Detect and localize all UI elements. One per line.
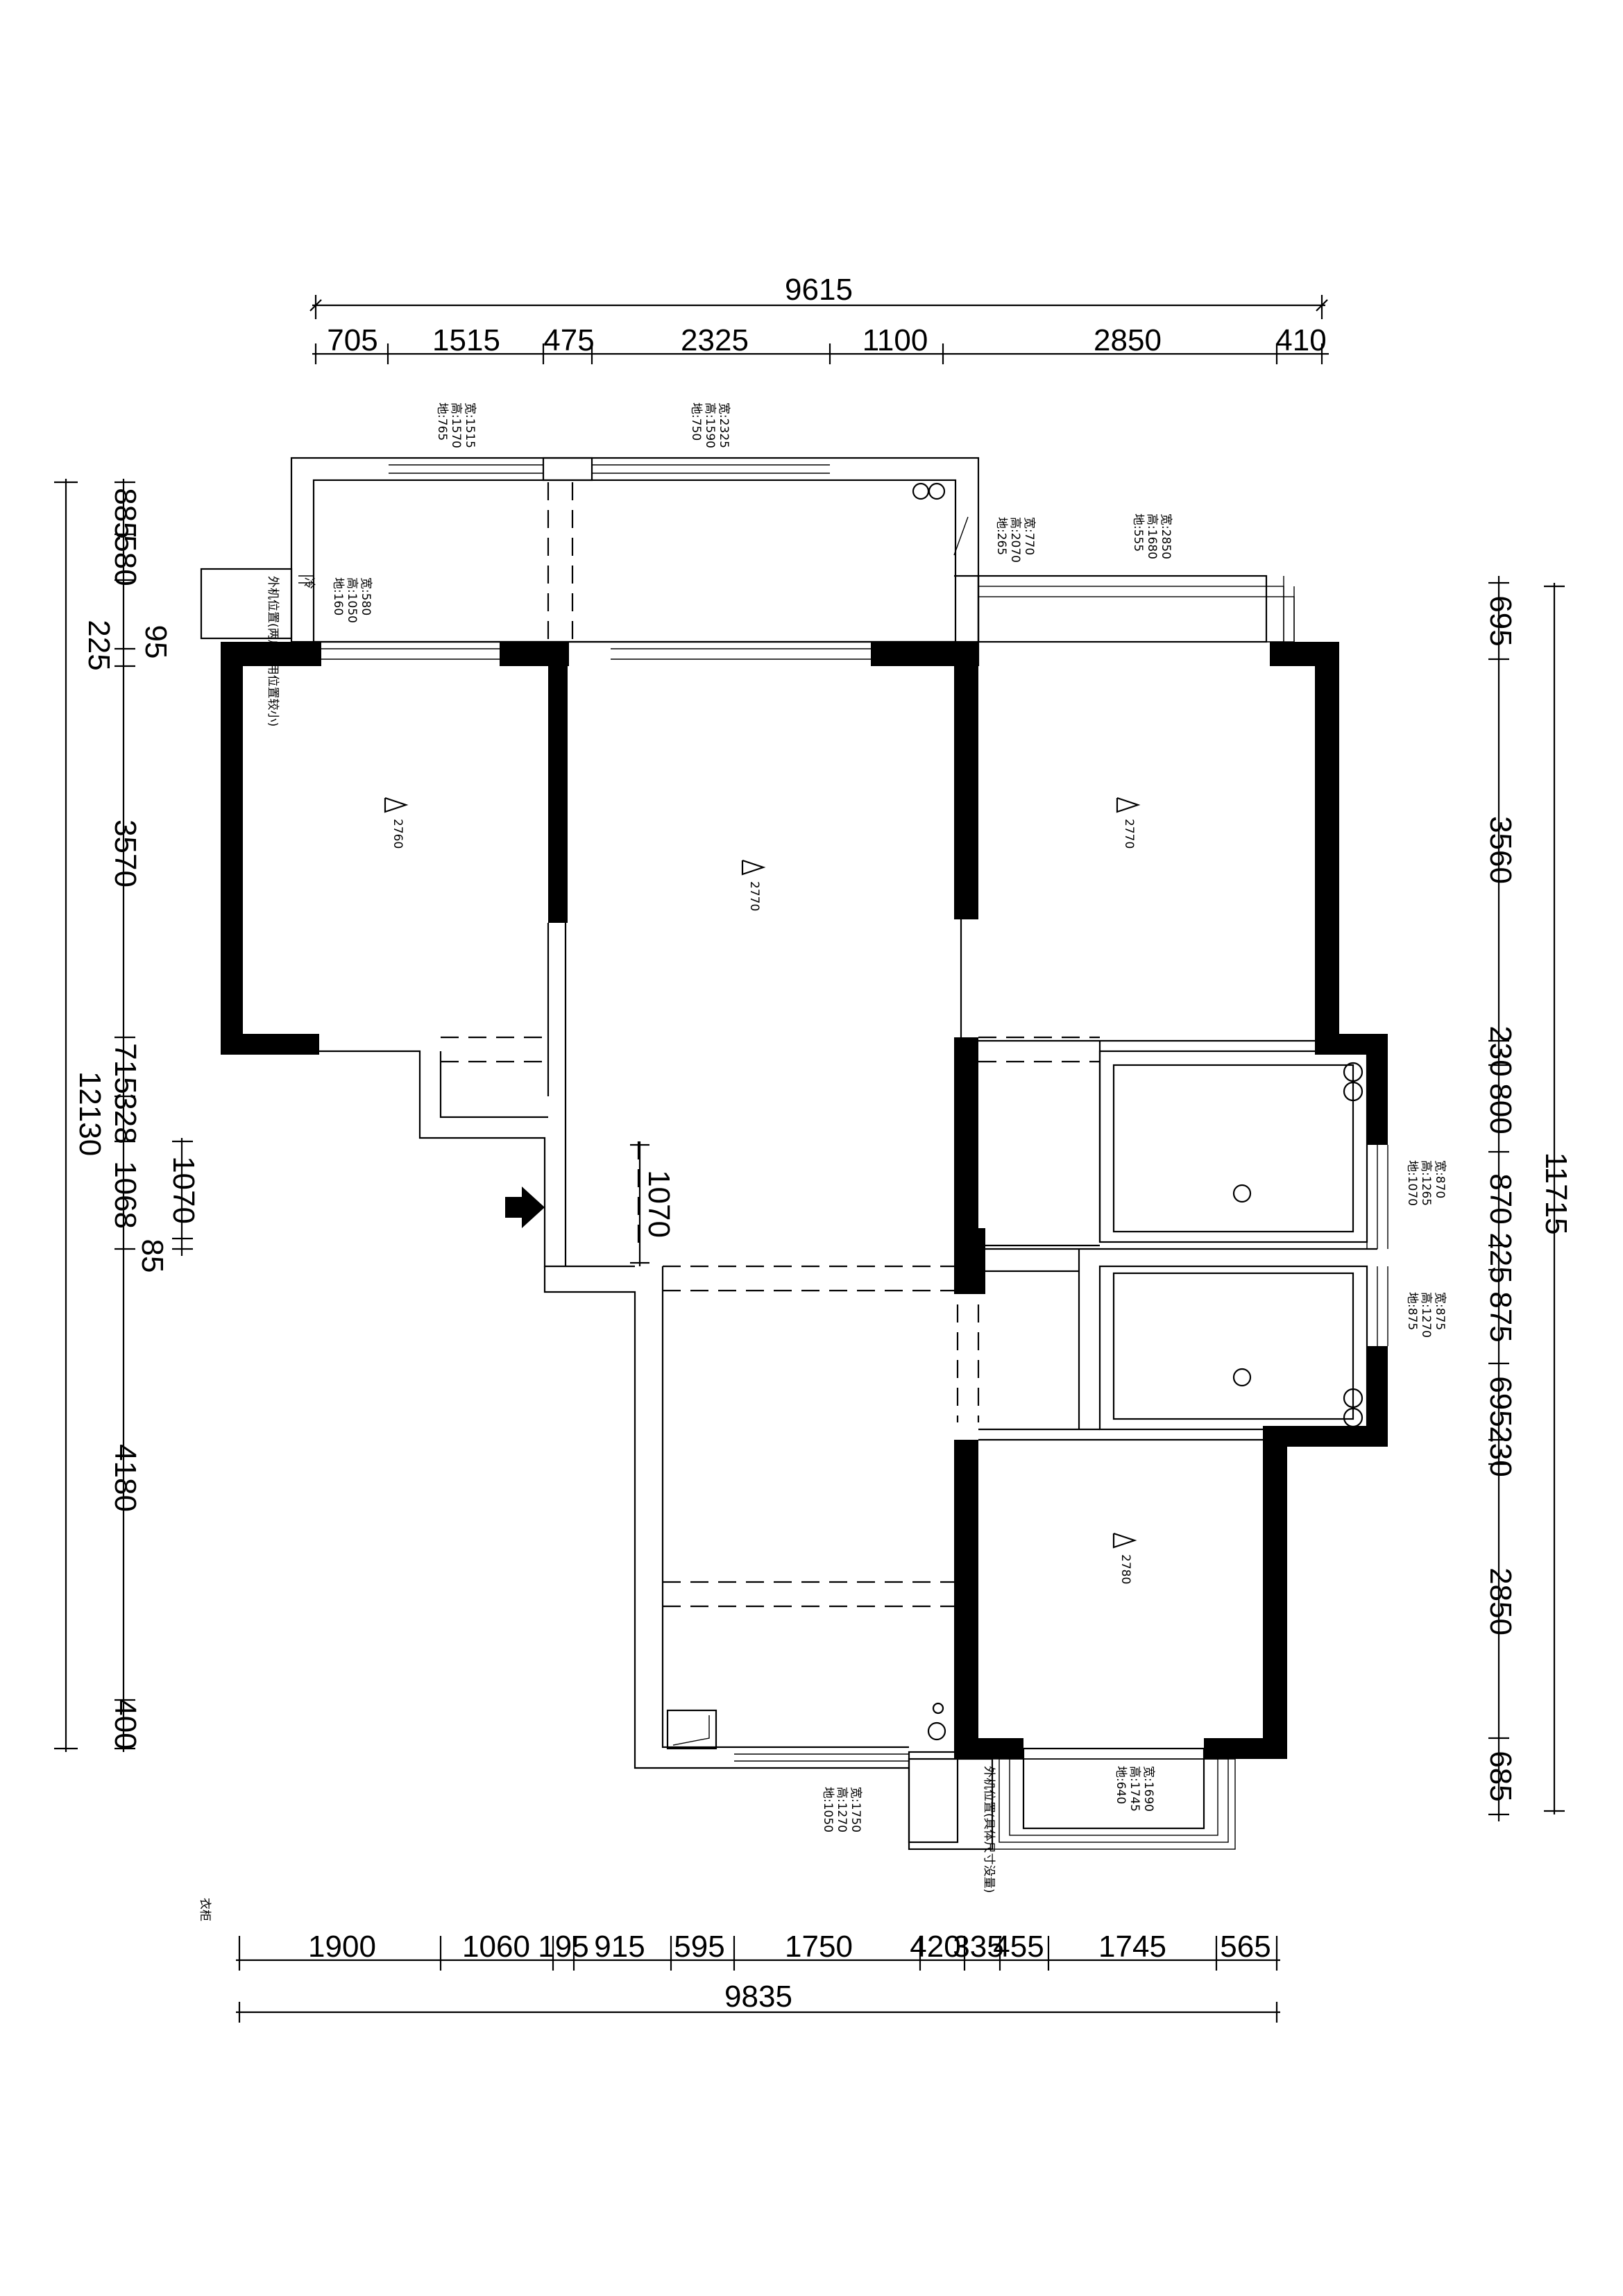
right-seg-870: 870 — [1484, 1173, 1518, 1224]
bathrooms — [978, 1039, 1377, 1441]
win-top-left-f: 地:765 — [435, 402, 449, 441]
window-notes: 宽:1515 高:1570 地:765 宽:2325 高:1590 地:750 … — [331, 402, 1447, 1832]
door-width-dim: 1070 — [642, 1170, 676, 1238]
bottom-seg-595: 595 — [674, 1930, 724, 1964]
right-seg-2850: 2850 — [1484, 1567, 1518, 1635]
left-seg-225: 225 — [82, 620, 116, 670]
right-seg-230a: 230 — [1484, 1026, 1518, 1076]
win-left-small-h: 高:1050 — [345, 577, 359, 623]
entry: 1070 — [505, 1141, 676, 1266]
bottom-seg-1060: 1060 — [462, 1930, 530, 1964]
wardrobe-label: 衣柜 — [198, 1898, 212, 1921]
right-seg-685: 685 — [1484, 1751, 1518, 1801]
win-top-r-f: 地:555 — [1131, 513, 1145, 552]
bottom-dimension-chain: 1900 1060 195 915 595 1750 420 335 455 1… — [198, 1898, 1280, 2023]
left-seg-4180: 4180 — [108, 1444, 142, 1512]
win-top-mid-w: 宽:2325 — [717, 402, 731, 448]
bottom-total-dim: 9835 — [724, 1980, 792, 2014]
right-seg-230b: 230 — [1484, 1426, 1518, 1477]
win-top-rs-h: 高:2070 — [1008, 517, 1022, 563]
win-top-rs-f: 地:265 — [994, 517, 1008, 555]
bottom-seg-420: 420 — [910, 1930, 960, 1964]
left-seg-885: 885 — [108, 488, 142, 538]
top-seg-705: 705 — [327, 323, 377, 357]
win-top-mid-h: 高:1590 — [703, 402, 717, 448]
structural-walls — [221, 642, 1388, 1759]
top-balcony — [290, 457, 980, 643]
win-bottom-mid-f: 地:1050 — [821, 1787, 835, 1832]
left-sub-1070: 1070 — [167, 1156, 201, 1224]
right-seg-875: 875 — [1484, 1291, 1518, 1342]
win-top-rs-w: 宽:770 — [1022, 517, 1036, 555]
right-total-dim: 11715 — [1539, 1152, 1573, 1234]
bottom-seg-1750: 1750 — [785, 1930, 853, 1964]
left-seg-1068: 1068 — [108, 1161, 142, 1229]
win-top-mid-f: 地:750 — [689, 402, 703, 441]
win-top-r-h: 高:1680 — [1145, 513, 1159, 559]
right-seg-800: 800 — [1484, 1083, 1518, 1134]
left-sub-85: 85 — [135, 1239, 169, 1273]
right-seg-695a: 695 — [1484, 595, 1518, 646]
bottom-seg-335: 335 — [953, 1930, 1003, 1964]
top-seg-2325: 2325 — [681, 323, 749, 357]
right-seg-695b: 695 — [1484, 1376, 1518, 1427]
right-dimension-chain: 695 3560 230 800 870 225 875 695 230 285… — [1484, 576, 1573, 1821]
top-seg-475: 475 — [543, 323, 594, 357]
left-total-dim: 12130 — [73, 1071, 107, 1156]
right-seg-3560: 3560 — [1484, 816, 1518, 884]
left-seg-580: 580 — [108, 535, 142, 586]
win-left-small-f: 地:160 — [331, 577, 345, 615]
ac-unit-bottom: 外机位置(具体尺寸没量) — [908, 1758, 996, 1893]
ceiling-height-right-bedroom: 2770 — [1122, 819, 1136, 849]
entry-arrow-icon — [505, 1187, 545, 1228]
bottom-seg-1900: 1900 — [308, 1930, 376, 1964]
ac-unit-left: 外机位置(两户共用位置较小) 冷 — [200, 568, 316, 726]
bottom-seg-915: 915 — [594, 1930, 645, 1964]
left-seg-95: 95 — [139, 625, 173, 659]
win-left-small-w: 宽:580 — [359, 577, 373, 615]
left-seg-3570: 3570 — [108, 819, 142, 887]
right-seg-225: 225 — [1484, 1232, 1518, 1283]
bottom-seg-565: 565 — [1220, 1930, 1271, 1964]
ceiling-height-bottom-bedroom: 2780 — [1119, 1554, 1132, 1584]
win-bath1-h: 高:1265 — [1419, 1160, 1433, 1206]
win-bottom-r-h: 高:1745 — [1128, 1766, 1141, 1812]
ceiling-height-living: 2770 — [747, 881, 761, 911]
win-bath1-f: 地:1070 — [1405, 1160, 1419, 1206]
win-bottom-r-f: 地:640 — [1114, 1766, 1128, 1804]
bottom-seg-1745: 1745 — [1098, 1930, 1166, 1964]
dashed-beams — [441, 1036, 1100, 1608]
top-dimension-chain: 9615 705 1515 475 2325 1100 2850 410 — [309, 273, 1329, 364]
wall-windows — [321, 575, 1388, 1850]
win-bath2-f: 地:875 — [1405, 1292, 1419, 1330]
left-dimension-chain: 12130 885 580 95 225 3570 715 328 1068 4… — [54, 479, 201, 1752]
top-seg-410: 410 — [1275, 323, 1326, 357]
win-bottom-r-w: 宽:1690 — [1141, 1766, 1155, 1812]
win-bath1-w: 宽:870 — [1433, 1160, 1447, 1198]
win-top-left-h: 高:1570 — [449, 402, 463, 448]
ac-note-left: 外机位置(两户共用位置较小) — [266, 576, 280, 726]
ceiling-height-left-bedroom: 2760 — [391, 819, 405, 849]
top-seg-2850: 2850 — [1094, 323, 1162, 357]
bottom-seg-455: 455 — [993, 1930, 1044, 1964]
ceiling-height-markers: 2760 2770 2770 2780 — [384, 797, 1141, 1584]
win-top-left-w: 宽:1515 — [463, 402, 477, 448]
win-bottom-mid-w: 宽:1750 — [849, 1787, 863, 1832]
top-seg-1100: 1100 — [863, 323, 928, 357]
ac-note-left-extra: 冷 — [302, 577, 316, 589]
ac-note-bottom: 外机位置(具体尺寸没量) — [982, 1766, 996, 1893]
win-bottom-mid-h: 高:1270 — [835, 1787, 849, 1832]
left-seg-328: 328 — [108, 1093, 142, 1143]
left-seg-400: 400 — [108, 1699, 142, 1749]
bottom-seg-195: 195 — [538, 1930, 588, 1964]
top-total-dim: 9615 — [785, 273, 853, 307]
fixtures — [666, 1702, 959, 1844]
left-seg-715: 715 — [108, 1043, 142, 1094]
win-bath2-w: 宽:875 — [1433, 1292, 1447, 1330]
top-seg-1515: 1515 — [432, 323, 500, 357]
win-top-r-w: 宽:2850 — [1159, 513, 1173, 559]
win-bath2-h: 高:1270 — [1419, 1292, 1433, 1338]
